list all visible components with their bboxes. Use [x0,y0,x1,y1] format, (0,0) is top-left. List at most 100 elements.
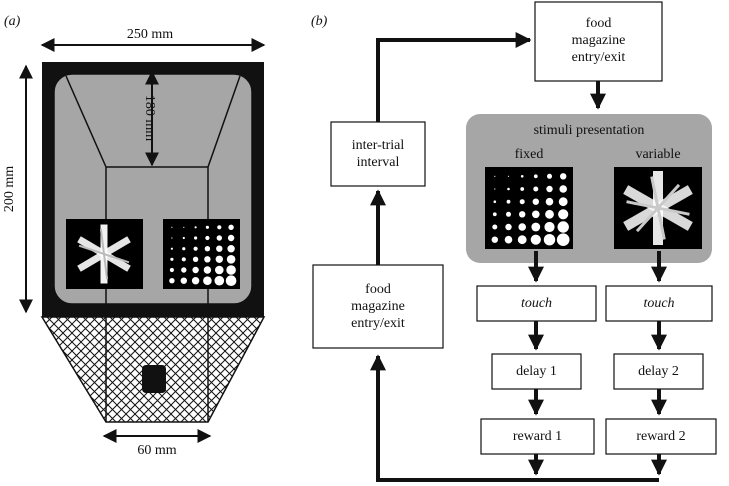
stimulus-dot [216,235,222,241]
food-magazine [142,365,166,393]
stimulus-dot [505,223,512,231]
stimulus-dot [560,173,567,180]
stimulus-dot [226,254,236,264]
stimulus-dot [194,226,197,229]
stimulus-dot [519,199,525,205]
stimulus-dot [203,266,212,274]
stimulus-dot [532,210,540,219]
stimulus-dot [181,257,186,262]
stimulus-dot [205,235,210,241]
stimulus-dot [543,234,556,246]
stimulus-dot [225,275,237,287]
reward-2-box [605,418,717,455]
depth-label: 180 mm [142,95,157,141]
touch-box-2 [605,285,713,322]
reward-1-box [480,418,595,455]
stimulus-dot [546,185,553,193]
iti-box-label: inter-trial interval [331,137,425,171]
stimulus-dot [545,209,554,219]
perspective-line-left [65,75,107,168]
stimulus-dot [531,222,541,232]
height-label: 200 mm [2,166,17,212]
delay-2-label: delay 2 [638,364,679,379]
variable-stimulus [614,167,702,249]
top-food-magazine-box [534,1,663,82]
stimulus-dot [545,197,554,206]
stimulus-dot [169,278,175,284]
stimulus-dot [170,247,173,250]
stimulus-dot [494,175,496,177]
stimulus-dot [493,200,497,203]
stimulus-dot [216,245,223,252]
stimulus-dot [170,257,174,261]
panel-a-label: (a) [4,14,21,29]
variable-stimulus-screen-left [66,219,143,289]
stimuli-title: stimuli presentation [533,123,645,138]
width-label: 250 mm [127,27,173,42]
variable-label: variable [635,147,681,162]
stimulus-dot [205,225,209,229]
reward-1-label: reward 1 [512,429,563,444]
stimulus-dot [228,224,234,230]
stimulus-dot [169,267,174,273]
bottom-label: 60 mm [137,443,176,458]
stimulus-dot [507,187,510,191]
stimulus-dot [182,247,186,251]
delay-1-label: delay 1 [516,364,557,379]
stimulus-dot [182,236,185,240]
stimulus-dot [217,225,222,230]
stimulus-dot [517,235,527,245]
stimulus-dot [204,256,211,263]
top-box-text: food magazine entry/exit [571,16,626,65]
stimulus-dot [227,245,235,253]
stimulus-dot [194,236,198,240]
stimulus-dot [504,235,513,244]
stimulus-dot [530,234,541,245]
touch-label-1: touch [520,296,553,311]
stimulus-dot [519,211,526,218]
stimulus-dot [183,226,185,228]
stimulus-dot [192,256,199,262]
stimulus-dot [557,221,569,233]
reward-2-label: reward 2 [636,429,686,444]
left-box-text: food magazine entry/exit [351,282,405,331]
stimulus-dot [193,246,198,251]
touch-label-2: touch [643,296,675,311]
stimulus-dot [491,236,498,243]
fixed-stimulus [485,167,573,249]
stimulus-dot [547,173,552,179]
stimulus-dot [559,185,567,193]
touch-box-1 [476,285,597,322]
iti-box-text: inter-trial interval [351,138,405,170]
stimulus-dot [558,197,568,207]
flow-arrows [370,32,667,482]
stimulus-dot [506,211,511,217]
stimulus-dot [226,265,236,275]
stimulus-dot [191,277,200,285]
stimulus-dot [181,267,187,273]
top-box-label: food magazine entry/exit [535,15,662,66]
stimulus-dot [171,226,173,228]
stimulus-dot [492,212,497,217]
perspective-line-right [207,75,241,168]
stimulus-dot [214,275,225,286]
stimulus-dot [204,246,211,252]
stimulus-dot [494,188,496,190]
stimulus-dot [507,175,510,177]
stimulus-dot [533,186,539,192]
fixed-stimulus-screen-right [163,219,240,289]
left-food-magazine-box [312,264,444,349]
stimulus-dot [215,255,223,263]
stimulus-dot [203,276,212,286]
stimulus-dot [171,237,173,239]
stimulus-dot [533,174,538,179]
stimulus-dot [506,199,511,204]
stimulus-dot [215,265,224,275]
stimulus-dot [492,224,498,230]
stimulus-dot [520,187,525,191]
stimulus-dot [558,209,569,220]
fixed-label: fixed [514,147,544,162]
stimulus-dot [180,277,187,284]
stimulus-dot [227,234,235,242]
stimulus-dot [556,233,570,246]
